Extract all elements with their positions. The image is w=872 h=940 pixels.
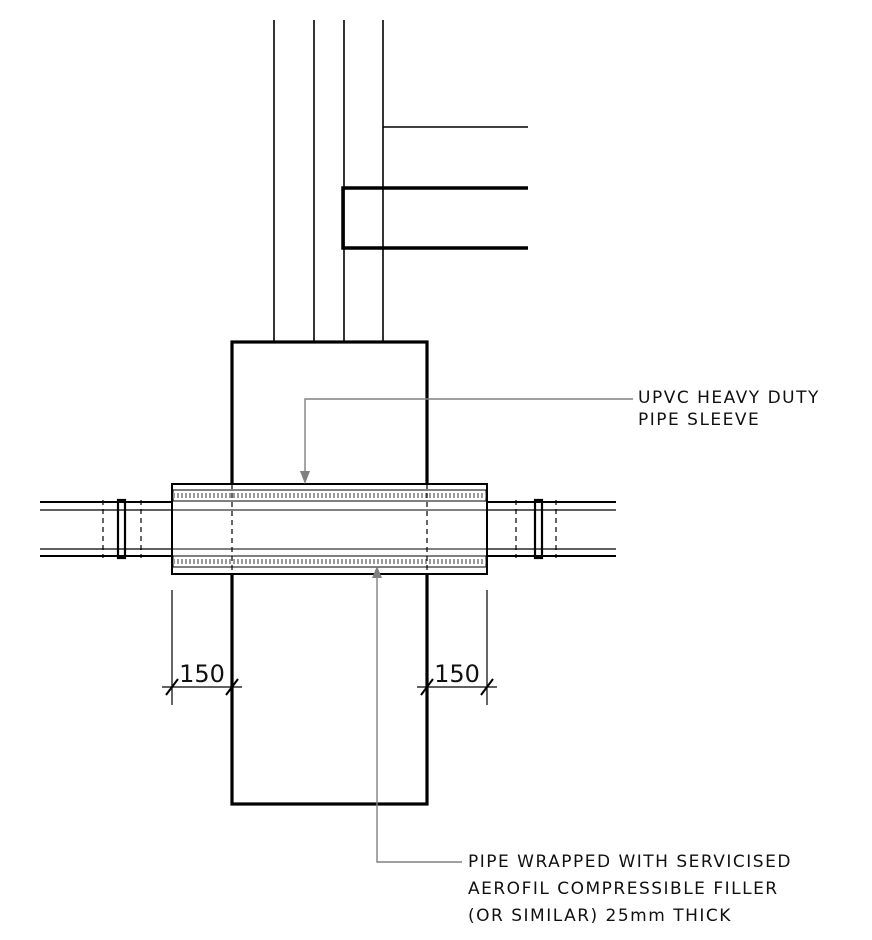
filler-callout-line3: (OR SIMILAR) 25mm THICK	[468, 906, 732, 926]
filler-callout-line2: AEROFIL COMPRESSIBLE FILLER	[468, 879, 779, 899]
pipe-sleeve	[171, 483, 488, 575]
filler-leader	[372, 566, 462, 863]
upper-wall-lines	[273, 20, 384, 342]
dimension-right-value: 150	[434, 660, 480, 688]
dimension-left-value: 150	[179, 660, 225, 688]
side-branch	[341, 126, 528, 250]
pipe	[40, 501, 616, 557]
dimension-left	[162, 590, 242, 705]
hidden-lines	[102, 484, 557, 574]
sleeve-leader	[300, 398, 633, 484]
sleeve-callout-line1: UPVC HEAVY DUTY	[638, 388, 820, 408]
filler-callout-line1: PIPE WRAPPED WITH SERVICISED	[468, 852, 792, 872]
dimension-right	[417, 590, 497, 705]
pipe-coupling-left	[116, 498, 127, 560]
pipe-coupling-right	[533, 498, 544, 560]
sleeve-callout-line2: PIPE SLEEVE	[638, 410, 760, 430]
